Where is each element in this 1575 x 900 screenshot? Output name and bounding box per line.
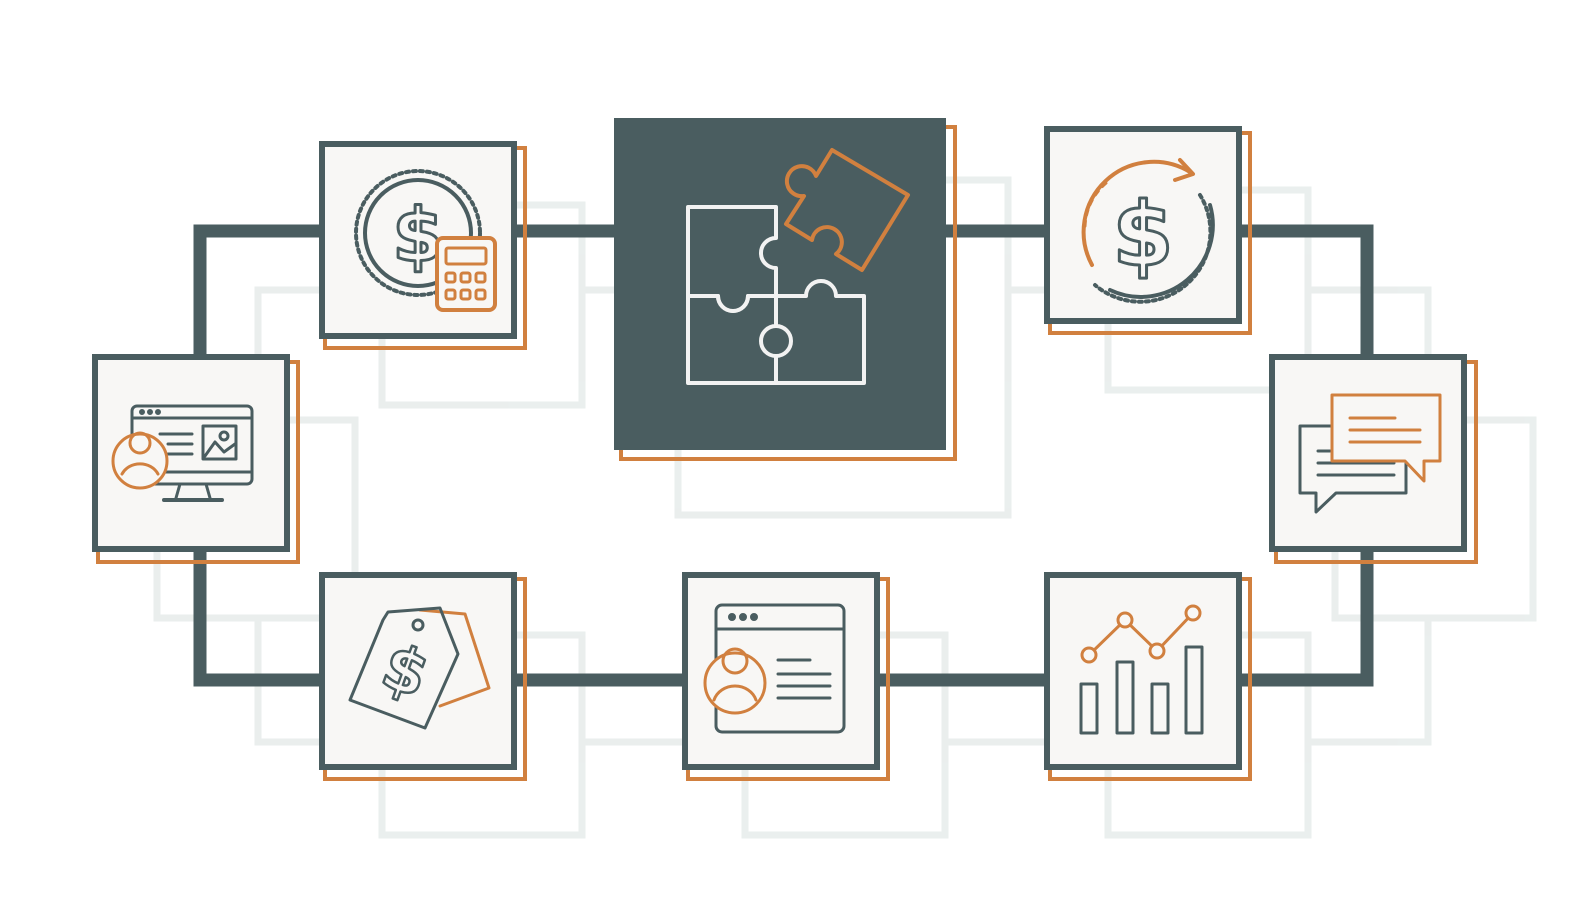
node-user-profile <box>682 572 890 781</box>
connector-ring <box>193 224 1374 687</box>
node-online-presence <box>92 354 300 564</box>
node-price-tag: $ <box>319 572 527 781</box>
connector-top-left <box>193 224 322 358</box>
connector-bottom-left <box>193 550 322 687</box>
center-node-box <box>614 118 946 450</box>
recurring-dollar-icon: $ <box>1081 158 1215 304</box>
center-node <box>614 118 957 461</box>
node-growth-analytics <box>1044 572 1252 781</box>
chat-bubbles-icon <box>1298 393 1442 514</box>
bar-line-chart-icon <box>1079 604 1204 735</box>
browser-user-icon <box>703 603 846 734</box>
connector-top-right <box>1237 224 1374 358</box>
node-communication <box>1269 354 1478 564</box>
puzzle-icon <box>686 148 910 385</box>
monitor-user-icon <box>111 404 254 502</box>
coin-calculator-icon: $ <box>354 169 497 312</box>
node-pricing-calculator: $ <box>319 141 527 350</box>
svg-text:$: $ <box>1112 183 1173 286</box>
node-recurring-revenue: $ <box>1044 126 1252 335</box>
connector-bottom-right <box>1237 550 1374 687</box>
